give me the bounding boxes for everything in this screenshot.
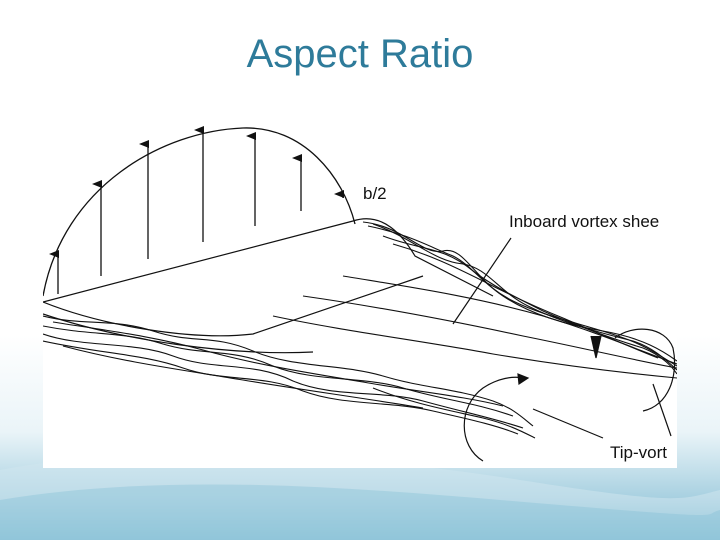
wing-planform — [43, 219, 493, 353]
vortex-sheet-lines — [273, 222, 677, 378]
elliptic-lift-curve — [43, 128, 355, 296]
label-semispan: b/2 — [363, 184, 387, 203]
wing-vortex-diagram: b/2 Inboard vortex shee Tip-vort — [43, 126, 677, 468]
diagram-svg: b/2 Inboard vortex shee Tip-vort — [43, 126, 677, 468]
label-tip-vortex: Tip-vort — [610, 443, 667, 462]
lift-arrows — [58, 130, 343, 294]
label-inboard-vortex-sheet: Inboard vortex shee — [509, 212, 659, 231]
tip-vortex-curl-lower — [464, 374, 528, 461]
trailing-wake-lines — [43, 316, 535, 438]
slide-title: Aspect Ratio — [0, 28, 720, 80]
